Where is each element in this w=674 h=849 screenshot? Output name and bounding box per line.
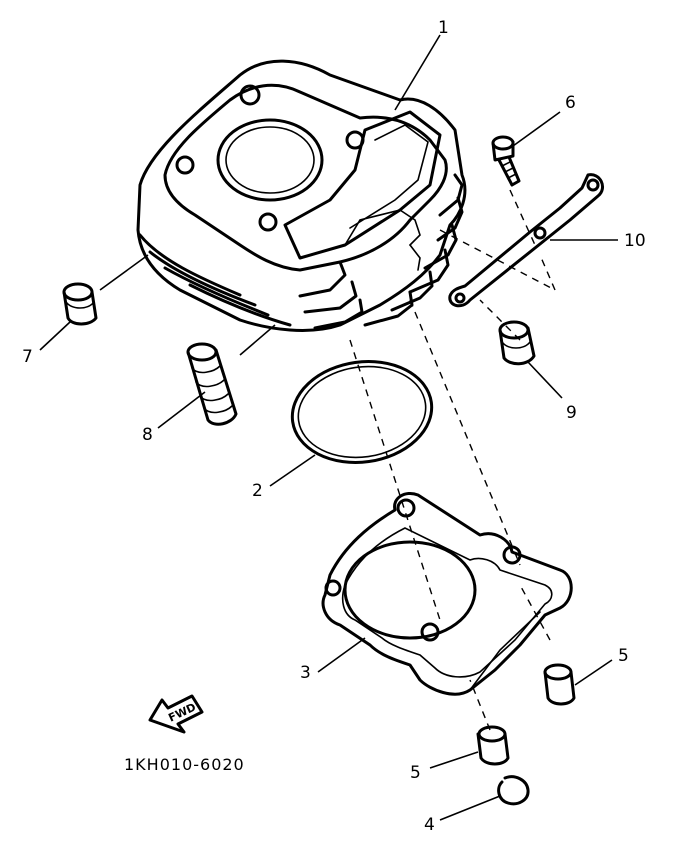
o-ring — [290, 360, 434, 464]
callout-2: 2 — [252, 481, 263, 501]
fwd-arrow-icon: FWD — [148, 694, 204, 734]
leader-7b — [39, 321, 71, 351]
callout-10: 10 — [624, 231, 646, 251]
guide-plate — [448, 173, 604, 308]
leader-9 — [527, 361, 563, 399]
assembly-line-center — [349, 339, 441, 621]
leader-6 — [512, 111, 561, 147]
callout-8: 8 — [142, 425, 153, 445]
leader-1 — [394, 34, 441, 111]
callout-7: 7 — [22, 347, 33, 367]
leader-2 — [269, 454, 316, 487]
dowel-pin-right — [543, 663, 576, 706]
assembly-line-dowel5 — [519, 584, 551, 641]
assembly-line-dowel9 — [479, 299, 521, 341]
leader-3 — [317, 637, 366, 673]
callout-6: 6 — [565, 93, 576, 113]
leader-5b — [429, 751, 479, 769]
dowel-pin-7 — [62, 282, 98, 326]
bolt — [491, 135, 521, 187]
callout-4: 4 — [424, 815, 435, 835]
spring-pin-8 — [186, 342, 238, 426]
callout-5-right: 5 — [618, 646, 629, 666]
assembly-line-dowel — [409, 299, 521, 566]
diagram-code: 1KH010-6020 — [124, 755, 245, 774]
leader-8 — [239, 324, 276, 356]
assembly-line-plate-b — [539, 254, 556, 291]
dowel-pin-left — [476, 725, 510, 766]
callout-5-left: 5 — [410, 763, 421, 783]
dowel-pin-9 — [498, 320, 536, 366]
leader-7 — [99, 254, 149, 291]
leader-5a — [574, 659, 613, 686]
circlip — [497, 775, 530, 806]
leader-4 — [439, 795, 501, 821]
base-gasket — [321, 492, 573, 696]
callout-3: 3 — [300, 663, 311, 683]
callout-1: 1 — [438, 18, 449, 38]
assembly-line-bolt — [509, 189, 536, 246]
leader-8b — [157, 391, 206, 429]
assembly-line-plate-a — [439, 229, 556, 291]
cylinder-body — [136, 59, 467, 332]
callout-9: 9 — [566, 403, 577, 423]
